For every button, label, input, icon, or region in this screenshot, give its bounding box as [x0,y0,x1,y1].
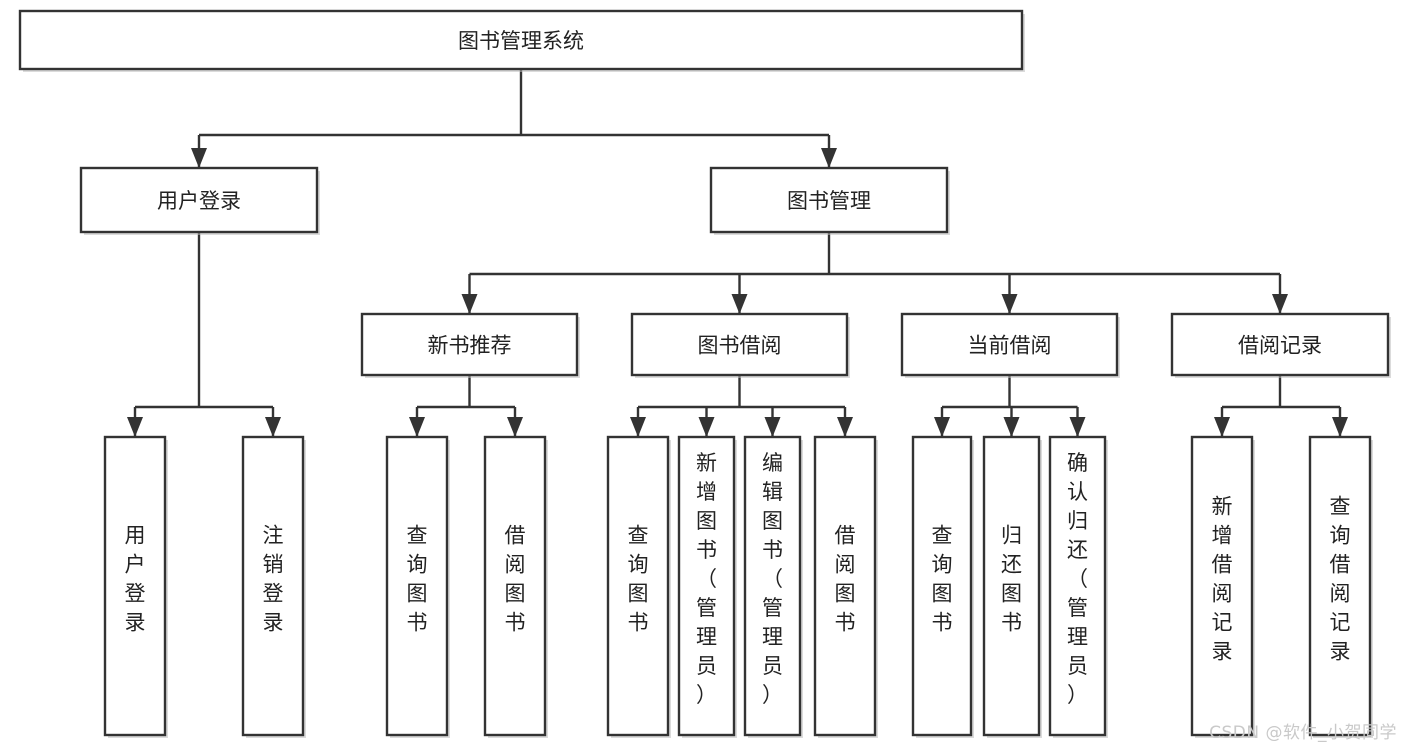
node-book-borrow[interactable]: 图书借阅 [630,312,850,378]
arrow-head-icon [1272,294,1288,314]
node-rect[interactable] [813,435,877,737]
arrow-head-icon [837,417,853,437]
node-label: 查询图书 [932,524,953,635]
node-new-book-recommend[interactable]: 新书推荐 [360,312,580,378]
node-layer: 图书管理系统用户登录图书管理新书推荐图书借阅当前借阅借阅记录用户登录注销登录查询… [18,9,1391,738]
node-label: 新增图书（管理员） [696,451,717,707]
node-rect[interactable] [1190,435,1254,737]
node-leaf-query-borrow-record[interactable]: 查询借阅记录 [1308,435,1373,738]
arrow-head-icon [265,417,281,437]
node-label: 查询图书 [407,524,428,635]
node-rect[interactable] [709,166,949,234]
node-leaf-return-book[interactable]: 归还图书 [982,435,1042,738]
node-label: 新书推荐 [428,334,512,358]
node-leaf-edit-book-admin[interactable]: 编辑图书（管理员） [743,435,803,738]
arrow-head-icon [698,417,715,437]
node-user-login[interactable]: 用户登录 [79,166,320,235]
node-rect[interactable] [911,435,973,737]
node-label: 图书管理 [787,189,871,213]
node-leaf-query-book-1[interactable]: 查询图书 [385,435,450,738]
node-leaf-add-book-admin[interactable]: 新增图书（管理员） [677,435,737,738]
arrow-head-icon [764,417,781,437]
node-rect[interactable] [1170,312,1390,377]
node-book-manage[interactable]: 图书管理 [709,166,950,235]
node-rect[interactable] [1308,435,1372,737]
node-label: 借阅图书 [505,524,526,635]
node-label: 当前借阅 [968,334,1052,358]
node-rect[interactable] [606,435,670,737]
arrow-head-icon [1003,417,1020,437]
node-label: 编辑图书（管理员） [762,451,783,707]
arrow-head-icon [1332,417,1348,437]
arrow-head-icon [934,417,950,437]
node-leaf-query-book-2[interactable]: 查询图书 [606,435,671,738]
node-label: 确认归还（管理员） [1067,451,1088,707]
node-rect[interactable] [743,435,802,737]
node-rect[interactable] [79,166,319,234]
node-label: 查询图书 [628,524,649,635]
arrow-head-icon [191,148,207,168]
node-borrow-record[interactable]: 借阅记录 [1170,312,1391,378]
node-label: 注销登录 [263,524,284,635]
node-rect[interactable] [1048,435,1107,737]
node-leaf-user-login[interactable]: 用户登录 [103,435,168,738]
watermark-text: CSDN @软件_小贺同学 [1209,723,1397,743]
node-rect[interactable] [900,312,1119,377]
node-leaf-borrow-book-2[interactable]: 借阅图书 [813,435,878,738]
node-root[interactable]: 图书管理系统 [18,9,1025,72]
arrow-head-icon [630,417,646,437]
node-label: 查询借阅记录 [1330,495,1351,664]
arrow-head-icon [731,294,748,314]
node-label: 借阅图书 [835,524,856,635]
connector-layer [127,69,1348,437]
arrow-head-icon [409,417,425,437]
node-rect[interactable] [982,435,1041,737]
node-rect[interactable] [18,9,1024,71]
node-leaf-confirm-return-admin[interactable]: 确认归还（管理员） [1048,435,1108,738]
node-label: 图书借阅 [698,334,782,358]
arrow-head-icon [1001,294,1018,314]
node-rect[interactable] [630,312,849,377]
arrow-head-icon [821,148,837,168]
node-label: 借阅记录 [1238,334,1322,358]
node-rect[interactable] [677,435,736,737]
node-label: 用户登录 [125,524,146,635]
node-label: 归还图书 [1001,524,1022,635]
arrow-head-icon [507,417,523,437]
node-leaf-query-book-3[interactable]: 查询图书 [911,435,974,738]
arrow-head-icon [127,417,143,437]
node-leaf-add-borrow-record[interactable]: 新增借阅记录 [1190,435,1255,738]
node-leaf-borrow-book-1[interactable]: 借阅图书 [483,435,548,738]
arrow-head-icon [1069,417,1086,437]
node-label: 新增借阅记录 [1212,495,1233,664]
arrow-head-icon [461,294,478,314]
node-current-borrow[interactable]: 当前借阅 [900,312,1120,378]
node-rect[interactable] [483,435,547,737]
arrow-head-icon [1214,417,1230,437]
node-rect[interactable] [360,312,579,377]
node-rect[interactable] [103,435,167,737]
node-leaf-logout-login[interactable]: 注销登录 [241,435,306,738]
node-label: 图书管理系统 [458,29,584,53]
node-label: 用户登录 [157,189,241,213]
node-rect[interactable] [385,435,449,737]
node-rect[interactable] [241,435,305,737]
